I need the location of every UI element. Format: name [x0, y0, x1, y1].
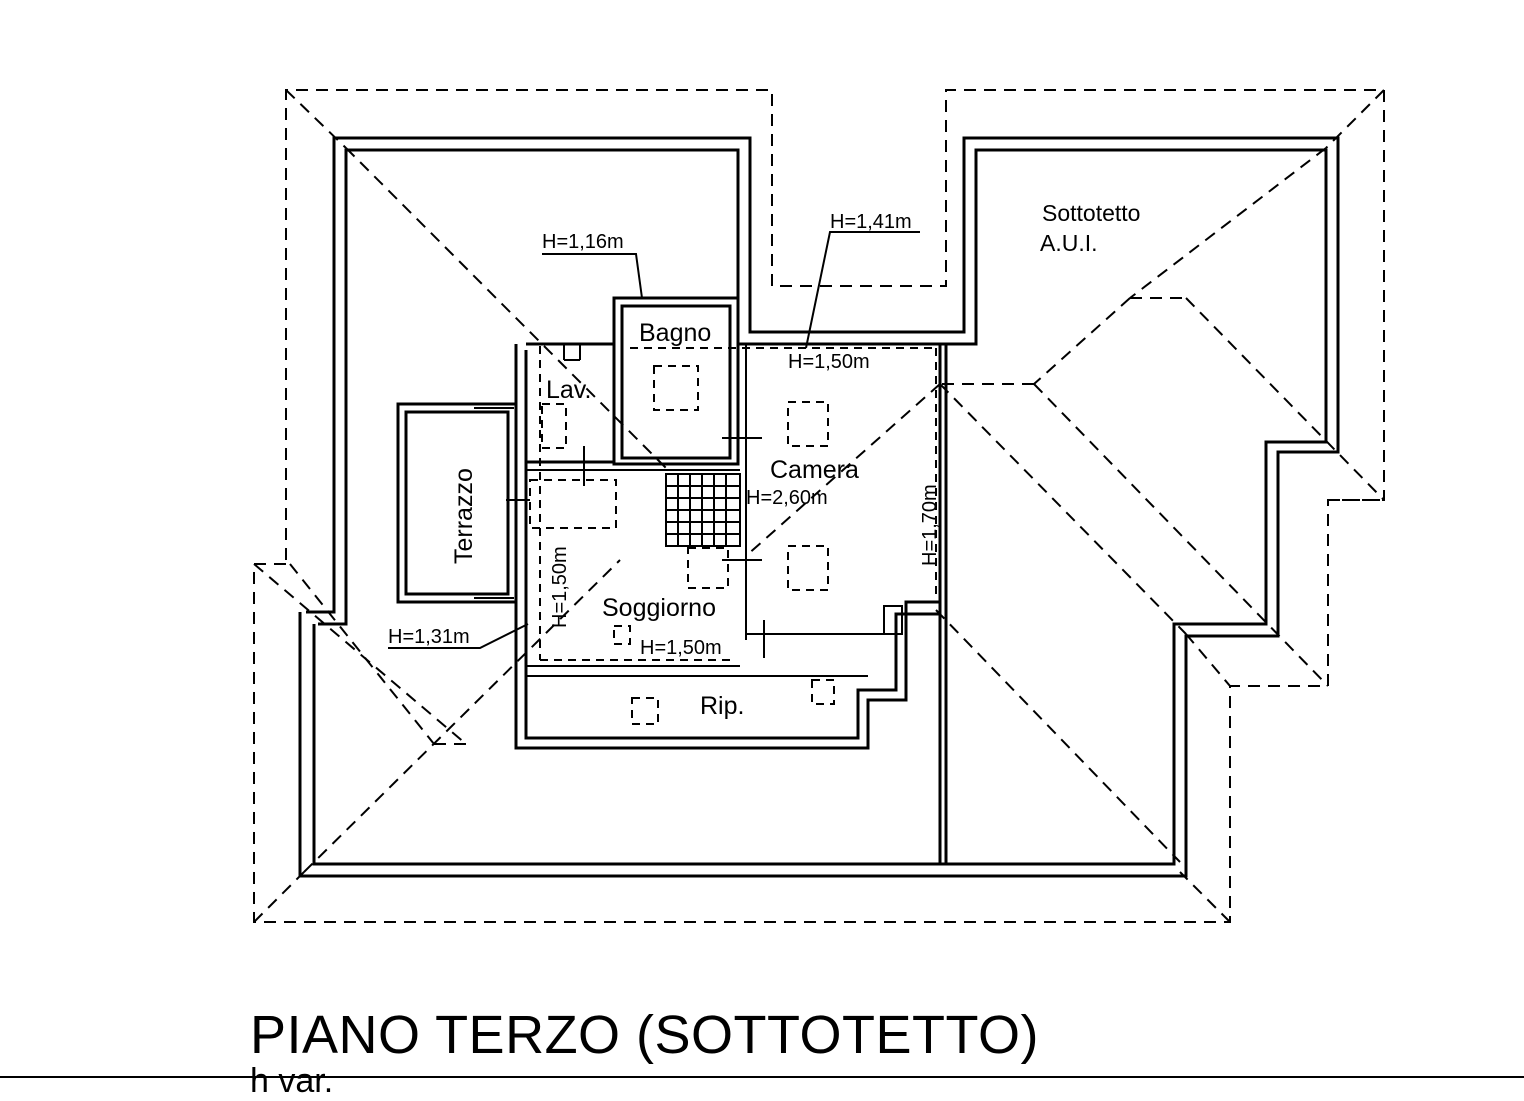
room-label-soggiorno: Soggiorno [602, 594, 716, 622]
height-label-h150-soggiorno-vertical: H=1,50m [549, 546, 571, 628]
skylight-soggiorno-small [613, 625, 631, 645]
stair [665, 473, 741, 547]
height-label-h150-soggiorno-bottom: H=1,50m [640, 637, 722, 659]
height-label-h150-camera: H=1,50m [788, 351, 870, 373]
room-label-bagno: Bagno [639, 319, 711, 347]
height-label-h141: H=1,41m [830, 211, 912, 233]
room-label-aui: A.U.I. [1040, 230, 1098, 256]
height-label-h116: H=1,16m [542, 231, 624, 253]
outer-walls [298, 136, 1340, 878]
skylight-soggiorno [687, 547, 729, 589]
skylight-bagno [653, 365, 699, 411]
skylight-camera-bottom [787, 545, 829, 591]
skylight-rip-right [811, 679, 835, 705]
height-label-h170: H=1,70m [919, 484, 941, 566]
skylight-rip-left [631, 697, 659, 725]
height-label-h131: H=1,31m [388, 626, 470, 648]
height-contours [529, 346, 937, 661]
skylights [613, 365, 835, 725]
bottom-rule [0, 1076, 1524, 1078]
room-label-sottotetto: Sottotetto [1042, 200, 1140, 226]
height-label-h260: H=2,60m [746, 487, 828, 509]
skylight-camera-top [787, 401, 829, 447]
plan-title: PIANO TERZO (SOTTOTETTO) [250, 1005, 1040, 1065]
room-label-camera: Camera [770, 456, 859, 484]
room-label-terrazzo: Terrazzo [450, 468, 478, 564]
roof-outline-dashed [253, 89, 1385, 923]
room-label-lav: Lav. [546, 376, 591, 404]
room-label-rip: Rip. [700, 692, 744, 720]
plan-subtitle: h var. [250, 1062, 334, 1100]
leader-lines [388, 231, 920, 649]
